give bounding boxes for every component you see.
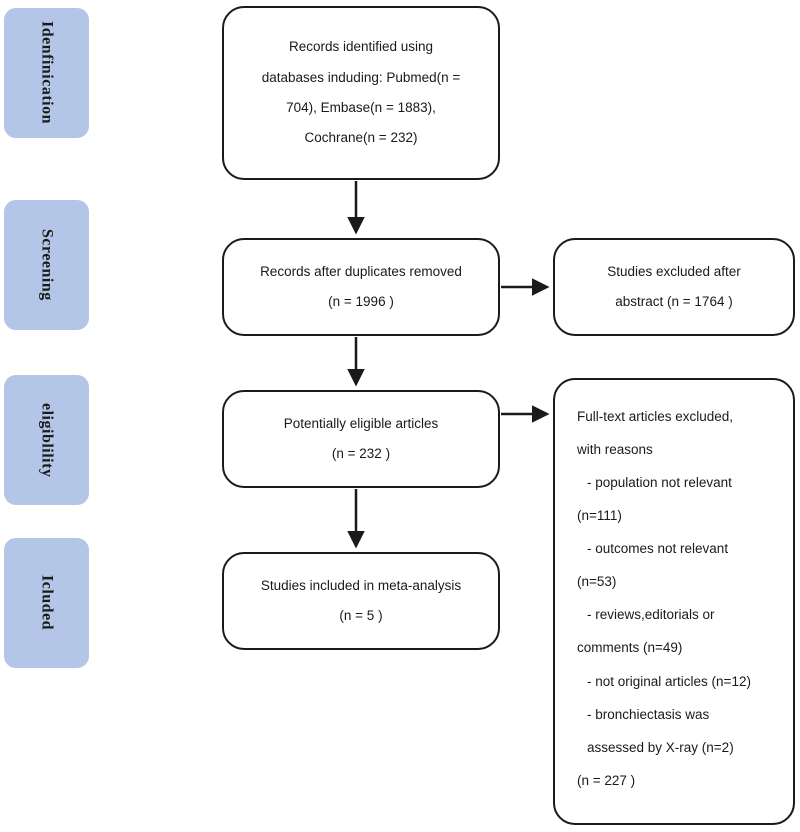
node-line: Records identified using: [288, 39, 434, 55]
node-line: (n = 227 ): [577, 772, 636, 788]
node-potentially-eligible-articles: Potentially eligible articles (n = 232 ): [222, 390, 500, 488]
stage-eligibility: eligiblility: [4, 375, 89, 505]
node-studies-excluded-after-abstract: Studies excluded after abstract (n = 176…: [553, 238, 795, 336]
node-line: (n = 1996 ): [328, 294, 394, 309]
node-line: assessed by X-ray (n=2): [587, 739, 734, 755]
node-line: (n = 232 ): [331, 446, 391, 461]
node-line: 704), Embase(n = 1883),: [286, 100, 436, 115]
stage-eligibility-label: eligiblility: [38, 402, 56, 478]
node-line: - reviews,editorials or: [587, 607, 715, 623]
stage-included-label: Icluded: [38, 575, 56, 631]
stage-identification-label: Idenfinication: [38, 21, 56, 125]
node-line: with reasons: [577, 442, 653, 458]
node-line: Full-text articles excluded,: [577, 409, 734, 424]
node-line: comments (n=49): [577, 640, 683, 656]
node-line: Potentially eligible articles: [283, 415, 439, 431]
node-line: Studies included in meta-analysis: [260, 577, 462, 593]
node-line: Cochrane(n = 232): [304, 130, 418, 146]
stage-screening: Screening: [4, 200, 89, 330]
node-line: (n=111): [577, 508, 622, 524]
node-line: - bronchiectasis was: [587, 706, 710, 722]
node-line: (n=53): [577, 574, 617, 590]
node-line: databases induding: Pubmed(n =: [261, 69, 461, 85]
stage-screening-label: Screening: [38, 229, 56, 301]
node-line: - outcomes not relevant: [587, 541, 729, 557]
node-line: (n = 5 ): [339, 608, 383, 623]
node-line: Studies excluded after: [607, 263, 741, 279]
node-records-after-duplicates: Records after duplicates removed (n = 19…: [222, 238, 500, 336]
node-fulltext-articles-excluded: Full-text articles excluded, with reason…: [553, 378, 795, 825]
stage-identification: Idenfinication: [4, 8, 89, 138]
node-records-identified: Records identified using databases indud…: [222, 6, 500, 180]
node-line: Records after duplicates removed: [260, 263, 462, 279]
node-line: abstract (n = 1764 ): [615, 294, 733, 309]
node-studies-included: Studies included in meta-analysis (n = 5…: [222, 552, 500, 650]
stage-included: Icluded: [4, 538, 89, 668]
node-line: - not original articles (n=12): [587, 673, 751, 689]
node-line: - population not relevant: [587, 475, 732, 491]
